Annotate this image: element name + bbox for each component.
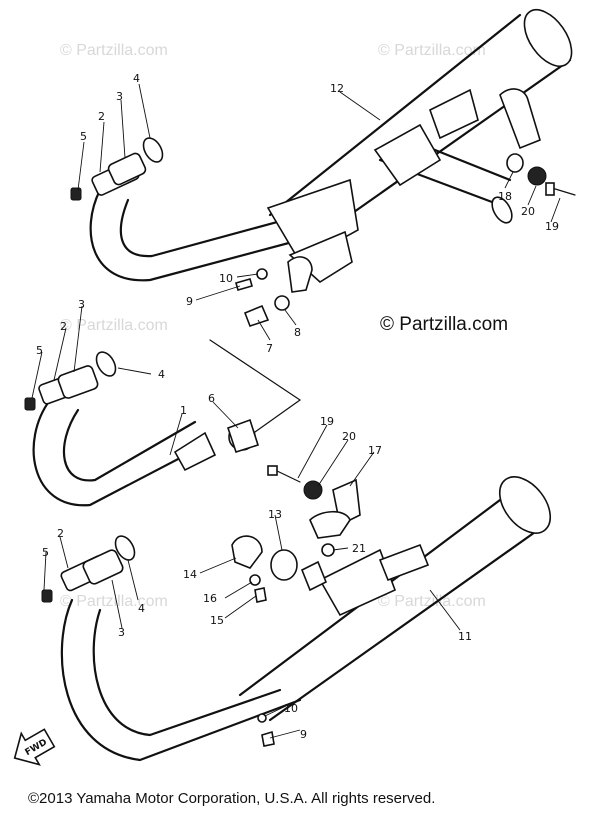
upper-flange-parts [70,137,164,201]
upper-exhaust-assembly [89,9,573,283]
callout-3-top: 3 [116,90,123,103]
callout-13: 13 [268,508,282,521]
callout-16: 16 [203,592,217,605]
callout-9-top: 9 [186,295,193,308]
callout-2-bottom: 2 [57,527,64,540]
callout-20-top: 20 [521,205,535,218]
lower-small-parts [231,465,361,747]
callout-18: 18 [498,190,512,203]
callout-2-top: 2 [98,110,105,123]
copyright-notice: ©2013 Yamaha Motor Corporation, U.S.A. A… [28,790,436,807]
watermark-top-left: © Partzilla.com [60,42,168,59]
middle-exhaust-assembly [24,351,260,507]
callout-21: 21 [352,542,366,555]
callout-4-mid: 4 [158,368,165,381]
leader-lines [31,83,561,739]
callout-15: 15 [210,614,224,627]
callout-4-bottom: 4 [138,602,145,615]
watermark-bottom-right: © Partzilla.com [378,593,486,610]
callout-12: 12 [330,82,344,95]
callout-11: 11 [458,630,472,643]
callout-19-mid: 19 [320,415,334,428]
callout-5-mid: 5 [36,344,43,357]
callout-4-top: 4 [133,72,140,85]
callout-19-top: 19 [545,220,559,233]
callout-7: 7 [266,342,273,355]
callout-8: 8 [294,326,301,339]
fwd-arrow-icon: FWD [13,728,56,766]
partzilla-brand: © Partzilla.com [380,314,508,335]
watermark-mid-left: © Partzilla.com [60,317,168,334]
callout-17: 17 [368,444,382,457]
callout-10-top: 10 [219,272,233,285]
callout-5-top: 5 [80,130,87,143]
callout-14: 14 [183,568,197,581]
callout-2-mid: 2 [60,320,67,333]
callout-3-mid: 3 [78,298,85,311]
callout-20-mid: 20 [342,430,356,443]
callout-6: 6 [208,392,215,405]
callout-3-bottom: 3 [118,626,125,639]
callout-1: 1 [180,404,187,417]
lower-exhaust-assembly [41,476,552,762]
callout-5-bottom: 5 [42,546,49,559]
callout-labels: 5 2 3 4 12 10 9 7 8 18 20 19 5 2 3 4 6 1… [36,72,559,741]
watermark-top-right: © Partzilla.com [378,42,486,59]
callout-9-bottom: 9 [300,728,307,741]
upper-small-parts [235,153,576,328]
callout-10-bottom: 10 [284,702,298,715]
watermark-bottom-left: © Partzilla.com [60,593,168,610]
